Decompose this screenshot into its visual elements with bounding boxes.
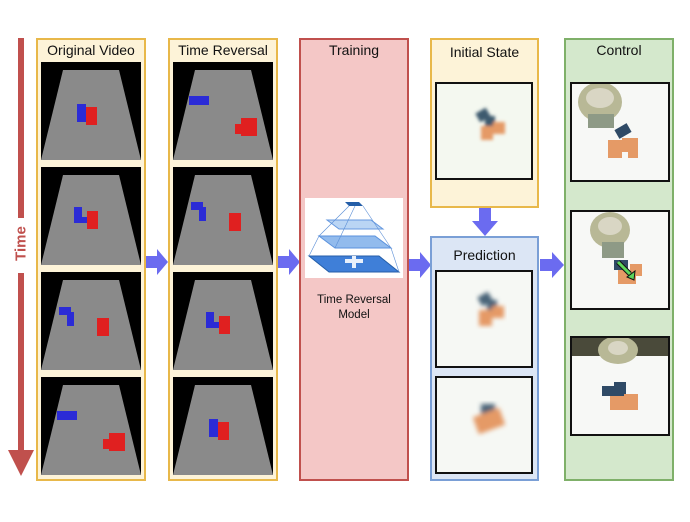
initial-state-title: Initial State <box>449 44 520 60</box>
flow-arrow <box>146 249 168 275</box>
flow-arrow-down <box>472 208 498 236</box>
flow-arrow <box>540 252 564 278</box>
control-title: Control <box>596 42 642 58</box>
training-panel: Training Time Reversal Model <box>299 38 409 481</box>
time-reversal-panel: Time Reversal <box>168 38 278 481</box>
original-video-panel: Original Video <box>36 38 146 481</box>
training-title: Training <box>328 42 380 58</box>
time-arrow <box>8 38 34 476</box>
prediction-title: Prediction <box>453 247 516 263</box>
time-reversal-title: Time Reversal <box>178 42 268 58</box>
prediction-image <box>435 270 533 368</box>
time-axis <box>6 38 36 478</box>
control-image <box>570 336 670 436</box>
reversed-frame <box>173 62 273 160</box>
flow-arrow <box>278 249 300 275</box>
control-image <box>570 82 670 182</box>
video-frame <box>41 272 141 370</box>
prediction-image <box>435 376 533 474</box>
reversed-frame <box>173 167 273 265</box>
video-frame <box>41 377 141 475</box>
network-diagram <box>305 198 403 278</box>
time-label: Time <box>12 226 30 261</box>
original-video-title: Original Video <box>47 42 135 58</box>
video-frame <box>41 62 141 160</box>
control-image <box>570 210 670 310</box>
reversed-frame <box>173 377 273 475</box>
prediction-panel: Prediction <box>430 236 539 481</box>
control-panel: Control <box>564 38 674 481</box>
model-label-line1: Time Reversal <box>317 294 391 306</box>
initial-state-panel: Initial State <box>430 38 539 208</box>
model-label-line2: Model <box>338 309 370 321</box>
flow-arrow <box>409 252 431 278</box>
initial-state-image <box>435 82 533 180</box>
video-frame <box>41 167 141 265</box>
model-label: Time Reversal Model <box>301 293 407 323</box>
reversed-frame <box>173 272 273 370</box>
